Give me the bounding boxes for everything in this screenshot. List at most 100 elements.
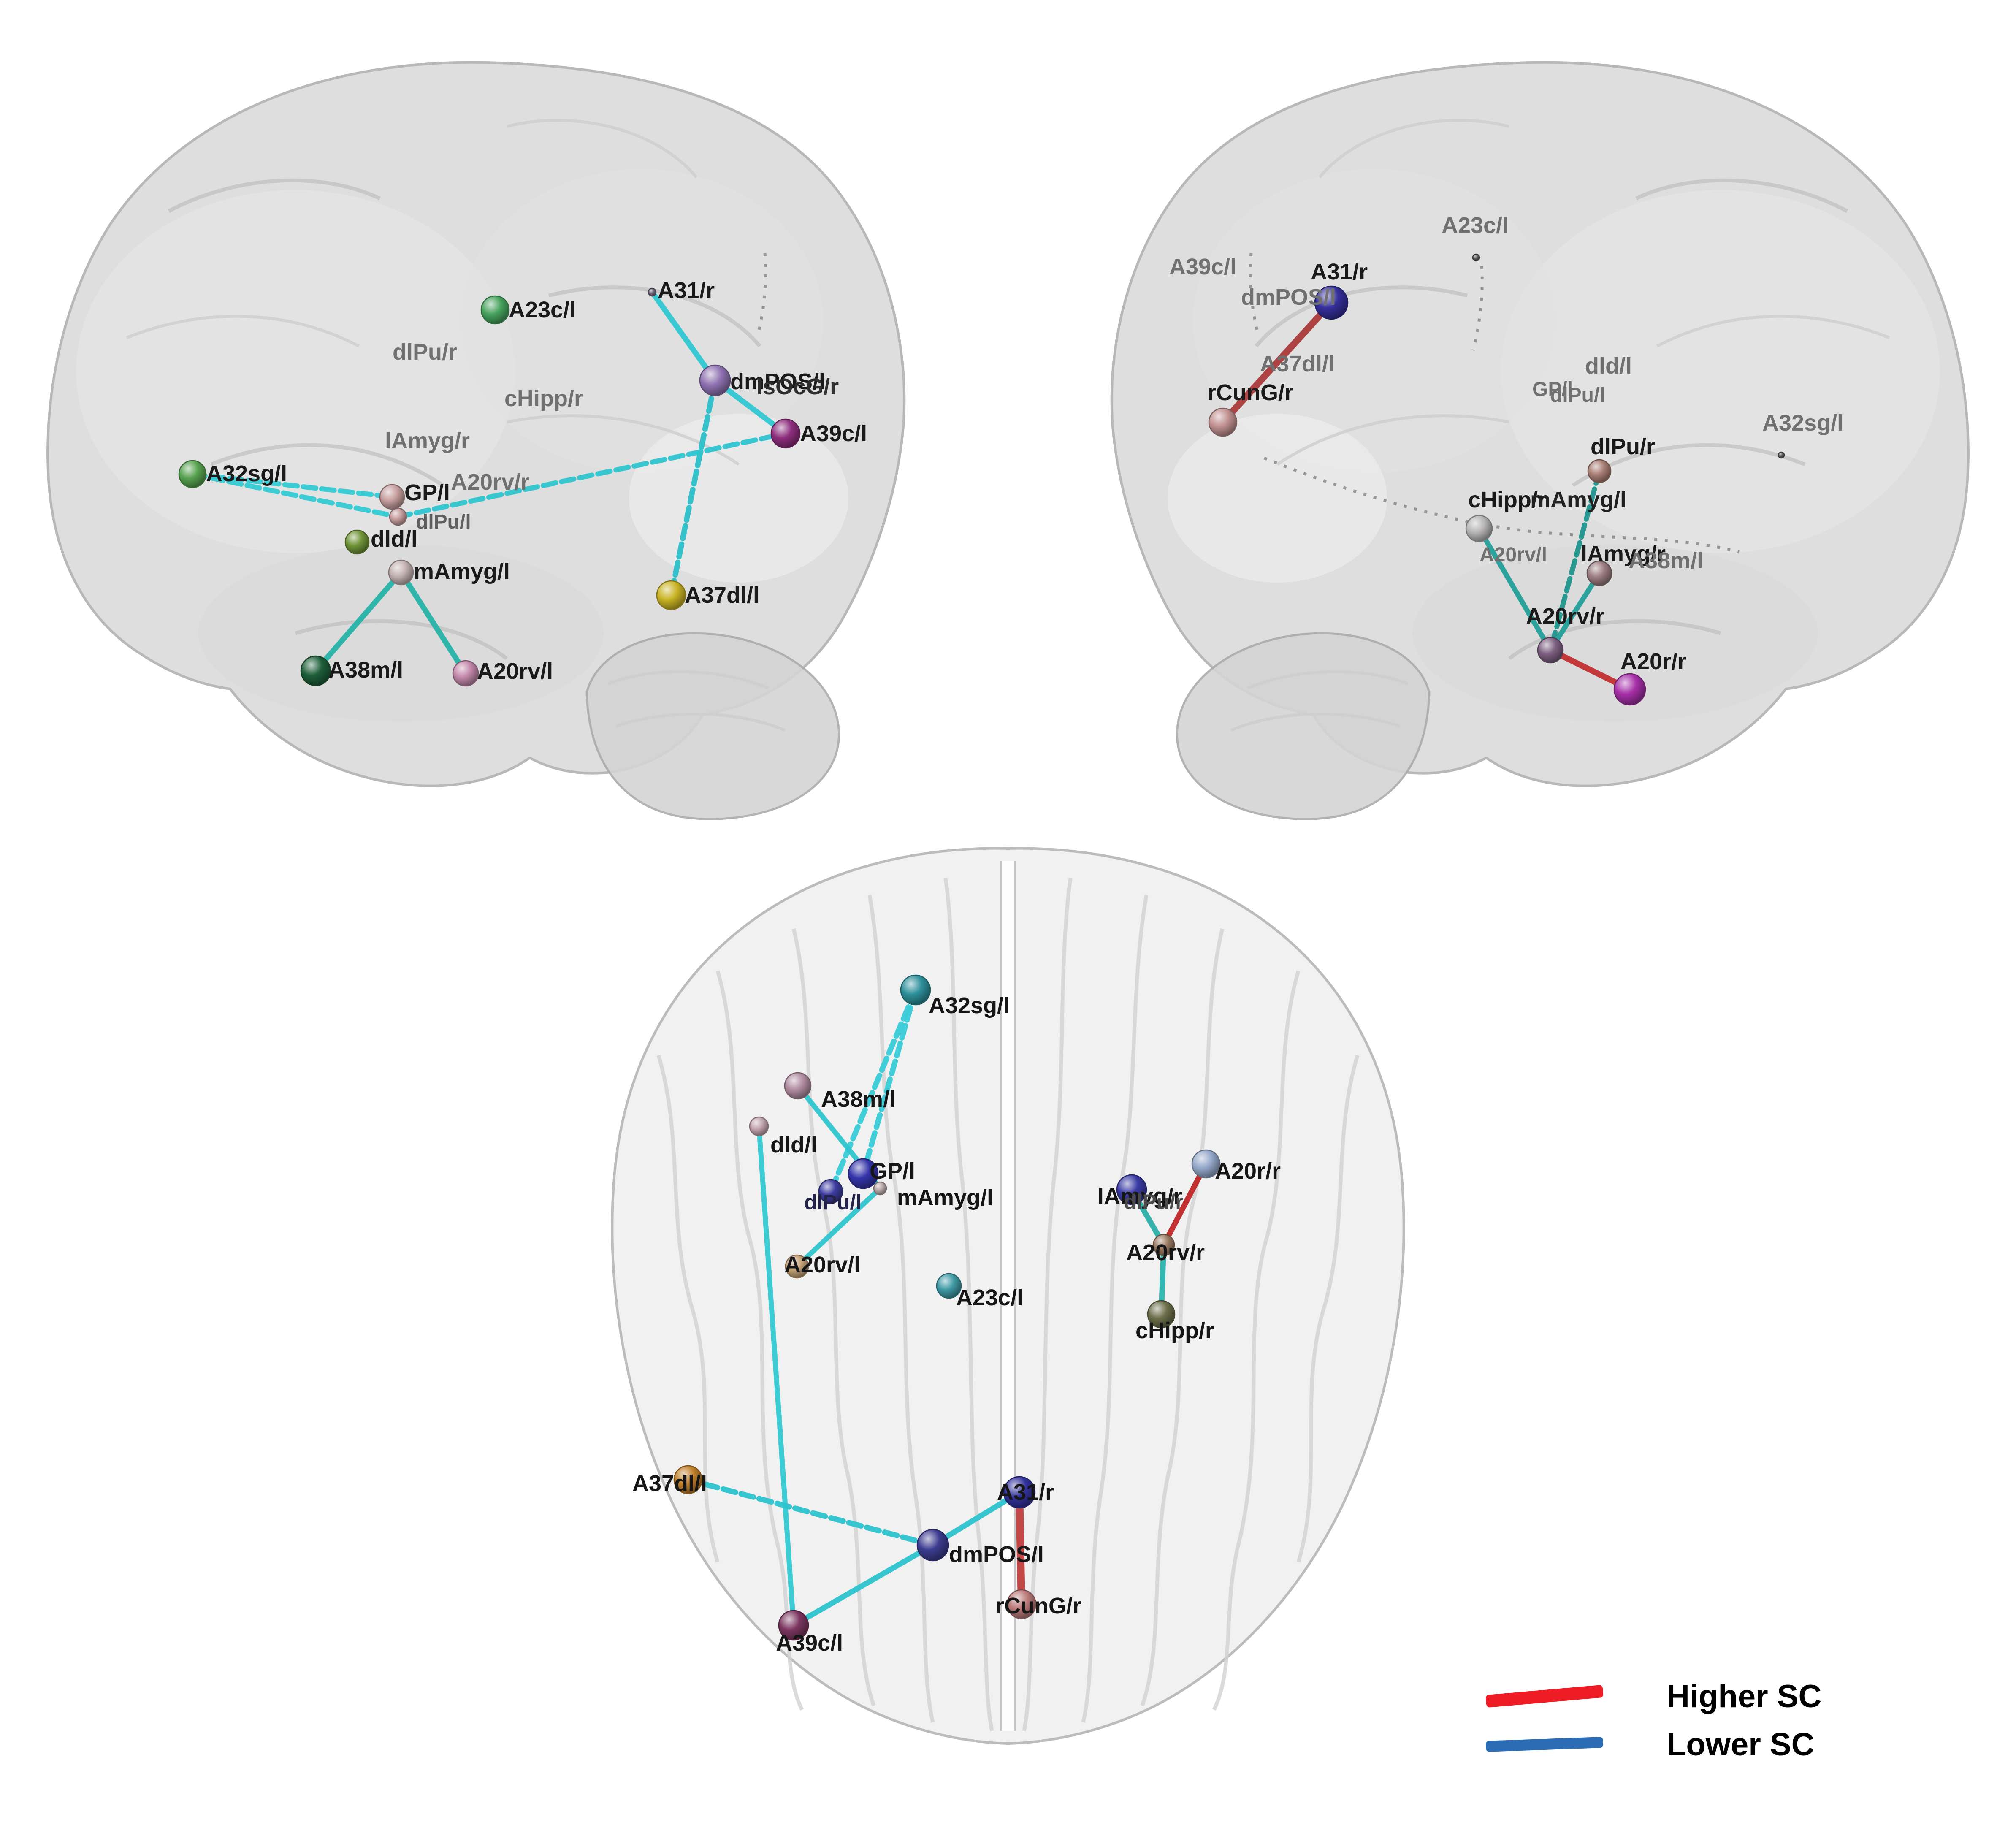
brain-left-lateral-outline: [46, 61, 906, 820]
node-dlPu_l: [389, 507, 407, 526]
edge-mAmyg_l-A38m_l: [313, 569, 404, 674]
node-A31_r: [1003, 1476, 1036, 1509]
node-dmPOS_l: [916, 1529, 949, 1562]
node-mAmyg_l: [873, 1181, 887, 1196]
label-a31-r: A31/r: [658, 278, 715, 303]
node-GP_l: [379, 484, 405, 510]
label-lamyg-r: lAmyg/r: [385, 428, 470, 453]
edge-A32sg_l-GP_l: [190, 472, 395, 499]
legend-item-higher: Higher SC: [1485, 1678, 1822, 1714]
node-lAmyg_r: [1116, 1174, 1147, 1205]
label-lamyg-r: lAmyg/r: [1581, 541, 1666, 567]
label-a32sg-l: A32sg/l: [929, 993, 1010, 1018]
label-dmpos-l: dmPOS/l: [1241, 285, 1336, 310]
edge-dmPOS_l-A37dl_l: [685, 1477, 936, 1548]
legend-lower-label: Lower SC: [1666, 1726, 1815, 1762]
edge-dmPOS_l-A37dl_l: [668, 377, 718, 598]
label-a20rv-r: A20rv/r: [451, 469, 529, 495]
node-dlPu_l: [818, 1179, 843, 1204]
label-dlpu-l: dlPu/l: [804, 1190, 862, 1214]
brain-axial-outline: [611, 847, 1405, 1745]
label-a39c-l: A39c/l: [776, 1630, 843, 1656]
node-A20rv_l: [452, 660, 479, 687]
node-A23c_l: [936, 1273, 962, 1299]
label-a37dl-l: A37dl/l: [632, 1471, 707, 1496]
label-mamyg-l: mAmyg/l: [1530, 487, 1626, 512]
legend-higher-line: [1485, 1684, 1604, 1708]
node-A37dl_l: [673, 1465, 703, 1494]
label-dlpu-r: dlPu/r: [1124, 1190, 1184, 1214]
label-a20rv-l: A20rv/l: [477, 659, 553, 684]
edge-A31_r-rCunG_r: [1219, 299, 1335, 426]
edge-cHipp_r-A20rv_r: [1477, 526, 1553, 653]
label-gp-l: GP/l: [404, 480, 450, 505]
label-a20rv-l: A20rv/l: [784, 1252, 860, 1277]
node-A23c_dot: [1472, 253, 1480, 262]
edge-A32sg_l-dlPu_l: [828, 987, 919, 1194]
label-a38m-l: A38m/l: [821, 1087, 896, 1112]
label-dlpu-l: dlPu/l: [1550, 384, 1605, 407]
edge-A32sg_l-GP_l: [860, 987, 919, 1177]
label-rcung-r: rCunG/r: [1207, 380, 1293, 405]
node-A20rv_r: [1537, 637, 1564, 664]
node-A39c_l: [770, 418, 801, 449]
node-dld_l: [749, 1116, 769, 1136]
edge-lAmyg_r-A20rv_r: [1548, 571, 1602, 653]
node-A37dl_l: [656, 580, 686, 610]
node-dlPu_r: [1587, 459, 1612, 483]
label-a31-r: A31/r: [1311, 259, 1368, 285]
label-a20r-r: A20r/r: [1620, 649, 1686, 674]
label-gp-l: GP/l: [870, 1158, 915, 1184]
node-GP_l: [848, 1158, 879, 1189]
node-A20r_r: [1191, 1149, 1221, 1179]
legend-item-lower: Lower SC: [1485, 1726, 1815, 1762]
label-a20rv-r: A20rv/r: [1126, 1240, 1205, 1265]
label-dmpos-l: dmPOS/l: [730, 369, 825, 394]
node-A31_r: [648, 287, 657, 297]
node-mAmyg_l: [388, 559, 414, 586]
label-dld-l: dld/l: [1585, 353, 1632, 379]
brain-right-lateral-outline: [1112, 62, 1968, 819]
edge-A31_r-dmPOS_l: [649, 289, 718, 383]
label-chipp-r: cHipp/r: [504, 386, 583, 411]
label-lsocg-r: lsOcG/r: [756, 374, 839, 399]
label-mamyg-l: mAmyg/l: [897, 1185, 993, 1210]
label-chipp-r: cHipp/r: [1468, 487, 1547, 512]
node-A20rv_l: [785, 1254, 809, 1279]
node-rCunG_r: [1006, 1589, 1037, 1619]
label-dld-l: dld/l: [770, 1132, 817, 1158]
node-A38m_l: [784, 1072, 812, 1100]
label-dlpu-r: dlPu/r: [1591, 434, 1655, 459]
label-dmpos-l: dmPOS/l: [949, 1542, 1044, 1567]
legend-higher-label: Higher SC: [1666, 1678, 1822, 1714]
label-a37dl-l: A37dl/l: [1260, 351, 1335, 377]
legend-lower-line: [1485, 1737, 1604, 1752]
label-a20rv-r: A20rv/r: [1526, 604, 1604, 629]
node-A23c_l: [480, 295, 510, 325]
label-a23c-l: A23c/l: [1442, 213, 1509, 238]
edge-mAmyg_l-A20rv_l: [398, 569, 469, 676]
label-a31-r: A31/r: [997, 1480, 1054, 1505]
node-A32sg_dot: [1778, 451, 1785, 459]
label-a23c-l: A23c/l: [956, 1285, 1023, 1310]
node-rCunG_r: [1208, 407, 1238, 437]
label-a20rv-l: A20rv/l: [1479, 544, 1547, 566]
edge-dld_l-A39c_l: [756, 1124, 796, 1628]
label-a39c-l: A39c/l: [800, 421, 867, 446]
node-A31_r: [1314, 285, 1349, 320]
node-lAmyg_r: [1586, 560, 1612, 586]
node-cHipp_r: [1147, 1300, 1176, 1329]
legend: Higher SC Lower SC: [1485, 1663, 1992, 1798]
label-a37dl-l: A37dl/l: [685, 583, 759, 608]
node-A39c_l: [778, 1610, 809, 1641]
label-dlpu-l: dlPu/l: [416, 511, 471, 533]
label-dlpu-r: dlPu/r: [393, 339, 457, 365]
edge-dlPu_l-A39c_l: [396, 431, 788, 519]
overlay-right-lateral: A31/rrCunG/rdlPu/rcHipp/rmAmyg/llAmyg/rA…: [1169, 213, 1843, 706]
label-dld-l: dld/l: [371, 526, 417, 552]
edge-A32sg_l-dlPu_l: [190, 472, 401, 519]
edge-mAmyg_l-A20rv_l: [794, 1186, 883, 1269]
